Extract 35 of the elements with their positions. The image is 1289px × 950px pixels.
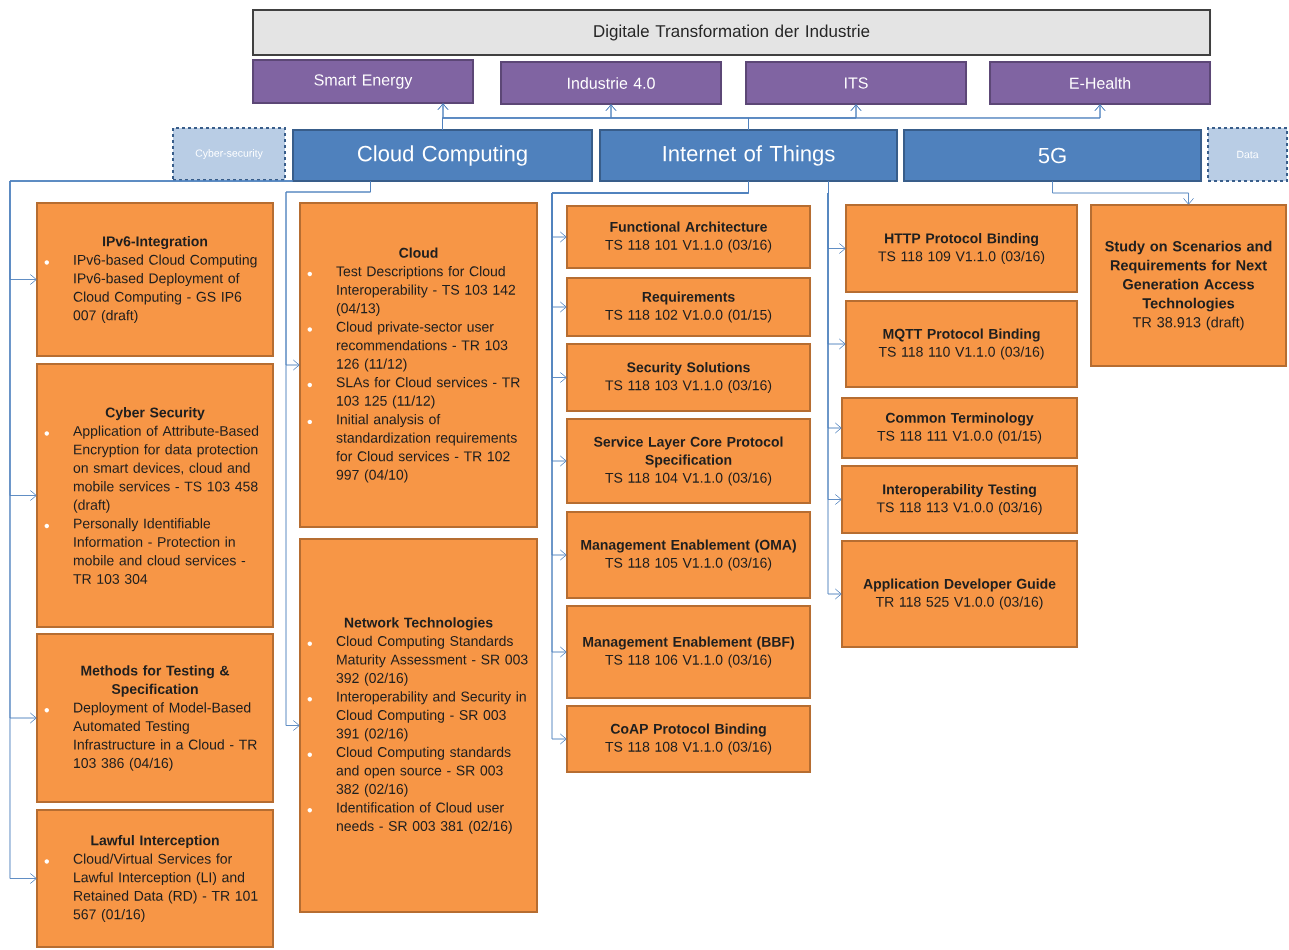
topic-box: Methods for Testing & Specification Deployment of Model-Based Automated Testing Infrastructure in a Cloud - TR 103 386 (04/16) bbox=[36, 633, 274, 803]
topic-box: Network Technologies Cloud Computing Standards Maturity Assessment - SR 003 392 (02/16) Interoperability and Security in Cloud Computing - SR 003 391 (02/16) Cloud Computing standards and open source - SR 003 382 (02/16) Identification of Cloud user needs - SR 003 381 (02/16) bbox=[299, 538, 538, 913]
sector-box: E-Health bbox=[989, 61, 1211, 105]
technology-box: Cloud Computing bbox=[292, 129, 593, 182]
standard-box: MQTT Protocol Binding TS 118 110 V1.1.0 (03/16) bbox=[845, 300, 1078, 388]
standard-box: CoAP Protocol Binding TS 118 108 V1.1.0 (03/16) bbox=[566, 705, 811, 773]
standard-box: HTTP Protocol Binding TS 118 109 V1.1.0 (03/16) bbox=[845, 204, 1078, 293]
sector-box: Industrie 4.0 bbox=[500, 61, 722, 105]
title-banner: Digitale Transformation der Industrie bbox=[252, 9, 1211, 56]
standard-box: Application Developer Guide TR 118 525 V1.0.0 (03/16) bbox=[841, 540, 1078, 648]
dashed-box: Cyber-security bbox=[172, 127, 286, 181]
standard-box: Management Enablement (OMA) TS 118 105 V1.1.0 (03/16) bbox=[566, 511, 811, 599]
dashed-box: Data bbox=[1207, 127, 1288, 182]
standard-box: Service Layer Core Protocol Specification TS 118 104 V1.1.0 (03/16) bbox=[566, 418, 811, 504]
topic-box: Cyber Security Application of Attribute-Based Encryption for data protection on smart devices, cloud and mobile services - TS 103 458 (draft) Personally Identifiable Information - Protection in mobile and cloud services - TR 103 304 bbox=[36, 363, 274, 628]
arrow bbox=[551, 180, 749, 745]
sector-box: ITS bbox=[745, 61, 967, 105]
standard-box: Management Enablement (BBF) TS 118 106 V1.1.0 (03/16) bbox=[566, 605, 811, 699]
sector-box: Smart Energy bbox=[252, 59, 474, 104]
arrow bbox=[285, 180, 371, 731]
standard-box: Common Terminology TS 118 111 V1.0.0 (01/15) bbox=[841, 397, 1078, 459]
topic-box: Cloud Test Descriptions for Cloud Interoperability - TS 103 142 (04/13) Cloud private-sector user recommendations - TR 103 126 (11/12) SLAs for Cloud services - TR 103 125 (11/12) Initial analysis of standardization requirements for Cloud services - TR 102 997 (04/10) bbox=[299, 202, 538, 528]
arrow bbox=[1052, 180, 1194, 205]
standard-box: Security Solutions TS 118 103 V1.1.0 (03/16) bbox=[566, 343, 811, 412]
arrow bbox=[748, 104, 1106, 131]
standard-box: Study on Scenarios and Requirements for Next Generation Access Technologies TR 38.913 (draft) bbox=[1090, 204, 1287, 367]
technology-box: 5G bbox=[903, 129, 1202, 182]
topic-box: IPv6-Integration IPv6-based Cloud Computing IPv6-based Deployment of Cloud Computing - GS IP6 007 (draft) bbox=[36, 202, 274, 357]
standard-box: Functional Architecture TS 118 101 V1.1.0 (03/16) bbox=[566, 205, 811, 269]
arrow bbox=[827, 180, 842, 600]
arrow bbox=[9, 180, 294, 884]
standard-box: Interoperability Testing TS 118 113 V1.0.0 (03/16) bbox=[841, 465, 1078, 534]
topic-box: Lawful Interception Cloud/Virtual Services for Lawful Interception (LI) and Retained Data (RD) - TR 101 567 (01/16) bbox=[36, 809, 274, 948]
technology-box: Internet of Things bbox=[599, 129, 898, 182]
standard-box: Requirements TS 118 102 V1.0.0 (01/15) bbox=[566, 277, 811, 337]
